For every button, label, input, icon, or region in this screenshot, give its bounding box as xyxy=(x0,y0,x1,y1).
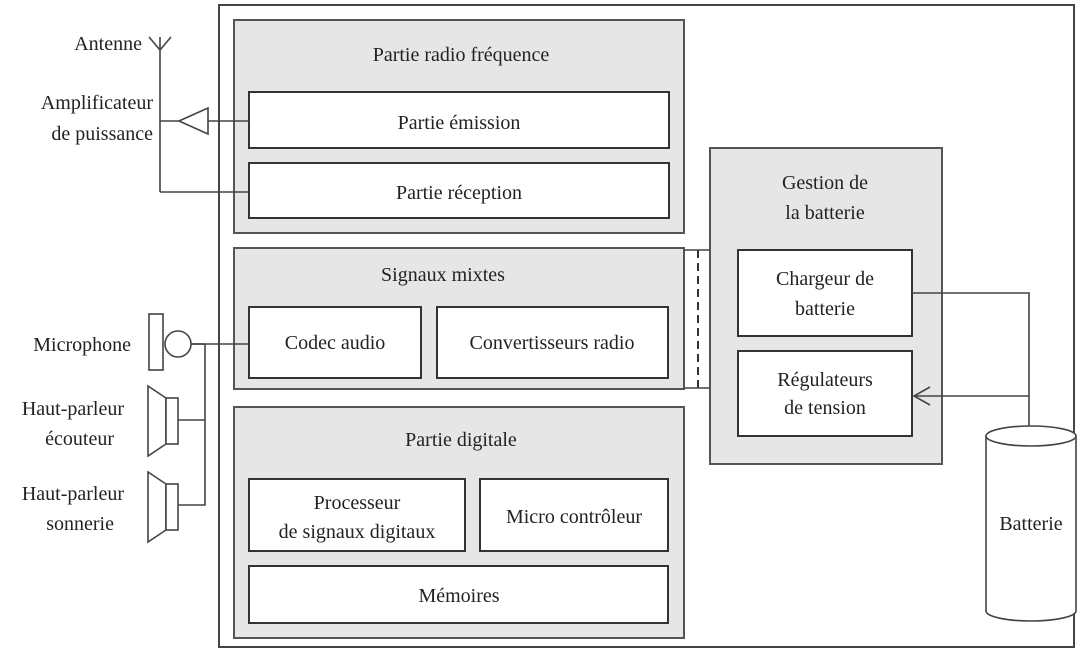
power-amplifier-icon xyxy=(177,106,209,136)
dsp-label-line2: de signaux digitaux xyxy=(279,521,436,543)
battery-management-title-line1: Gestion de xyxy=(782,172,868,194)
battery-charger-label-line1: Chargeur de xyxy=(776,268,874,290)
microphone-icon xyxy=(148,313,192,371)
memories-block xyxy=(248,565,669,624)
battery-label: Batterie xyxy=(999,513,1062,535)
dsp-block xyxy=(248,478,466,552)
dsp-label-line1: Processeur xyxy=(314,492,401,514)
radio-converters-label: Convertisseurs radio xyxy=(470,332,635,354)
battery-management-section: Gestion de la batterie Chargeur de batte… xyxy=(709,147,943,465)
regulator-arrowhead xyxy=(912,386,931,406)
ringer-label-line2: sonnerie xyxy=(46,513,114,535)
reception-block xyxy=(248,162,670,219)
earpiece-speaker-icon xyxy=(147,384,179,458)
micro-controller-label: Micro contrôleur xyxy=(506,506,642,528)
audio-bus-vertical xyxy=(178,344,206,506)
radio-converters-block xyxy=(436,306,669,379)
amplifier-label-line1: Amplificateur xyxy=(41,92,154,114)
rf-section: Partie radio fréquence Partie émission P… xyxy=(233,19,685,234)
voltage-regulators-block xyxy=(737,350,913,437)
rf-section-title: Partie radio fréquence xyxy=(373,44,550,66)
earpiece-label-line1: Haut-parleur xyxy=(22,398,125,420)
ringer-speaker-icon xyxy=(147,470,179,544)
reception-label: Partie réception xyxy=(396,182,522,204)
ringer-label-line1: Haut-parleur xyxy=(22,483,125,505)
codec-audio-block xyxy=(248,306,422,379)
voltage-regulators-label-line2: de tension xyxy=(784,397,866,419)
battery-icon xyxy=(985,425,1077,622)
emission-block xyxy=(248,91,670,149)
battery-charger-label-line2: batterie xyxy=(795,298,855,320)
amplifier-label-line2: de puissance xyxy=(51,123,153,145)
digital-section-title: Partie digitale xyxy=(405,429,517,451)
memories-label: Mémoires xyxy=(418,585,499,607)
digital-section: Partie digitale Processeur de signaux di… xyxy=(233,406,685,639)
earpiece-label-line2: écouteur xyxy=(45,428,114,450)
emission-label: Partie émission xyxy=(398,112,521,134)
voltage-regulators-label-line1: Régulateurs xyxy=(777,369,873,391)
battery-management-title-line2: la batterie xyxy=(785,202,865,224)
codec-audio-label: Codec audio xyxy=(285,332,386,354)
battery-charger-block xyxy=(737,249,913,337)
antenna-icon xyxy=(148,36,172,192)
mixed-signals-title: Signaux mixtes xyxy=(381,264,505,286)
charger-to-battery-wire xyxy=(912,292,1030,426)
antenna-label: Antenne xyxy=(74,33,142,55)
mixed-signals-section: Signaux mixtes Codec audio Convertisseur… xyxy=(233,247,685,390)
micro-controller-block xyxy=(479,478,669,552)
microphone-label: Microphone xyxy=(33,334,131,356)
